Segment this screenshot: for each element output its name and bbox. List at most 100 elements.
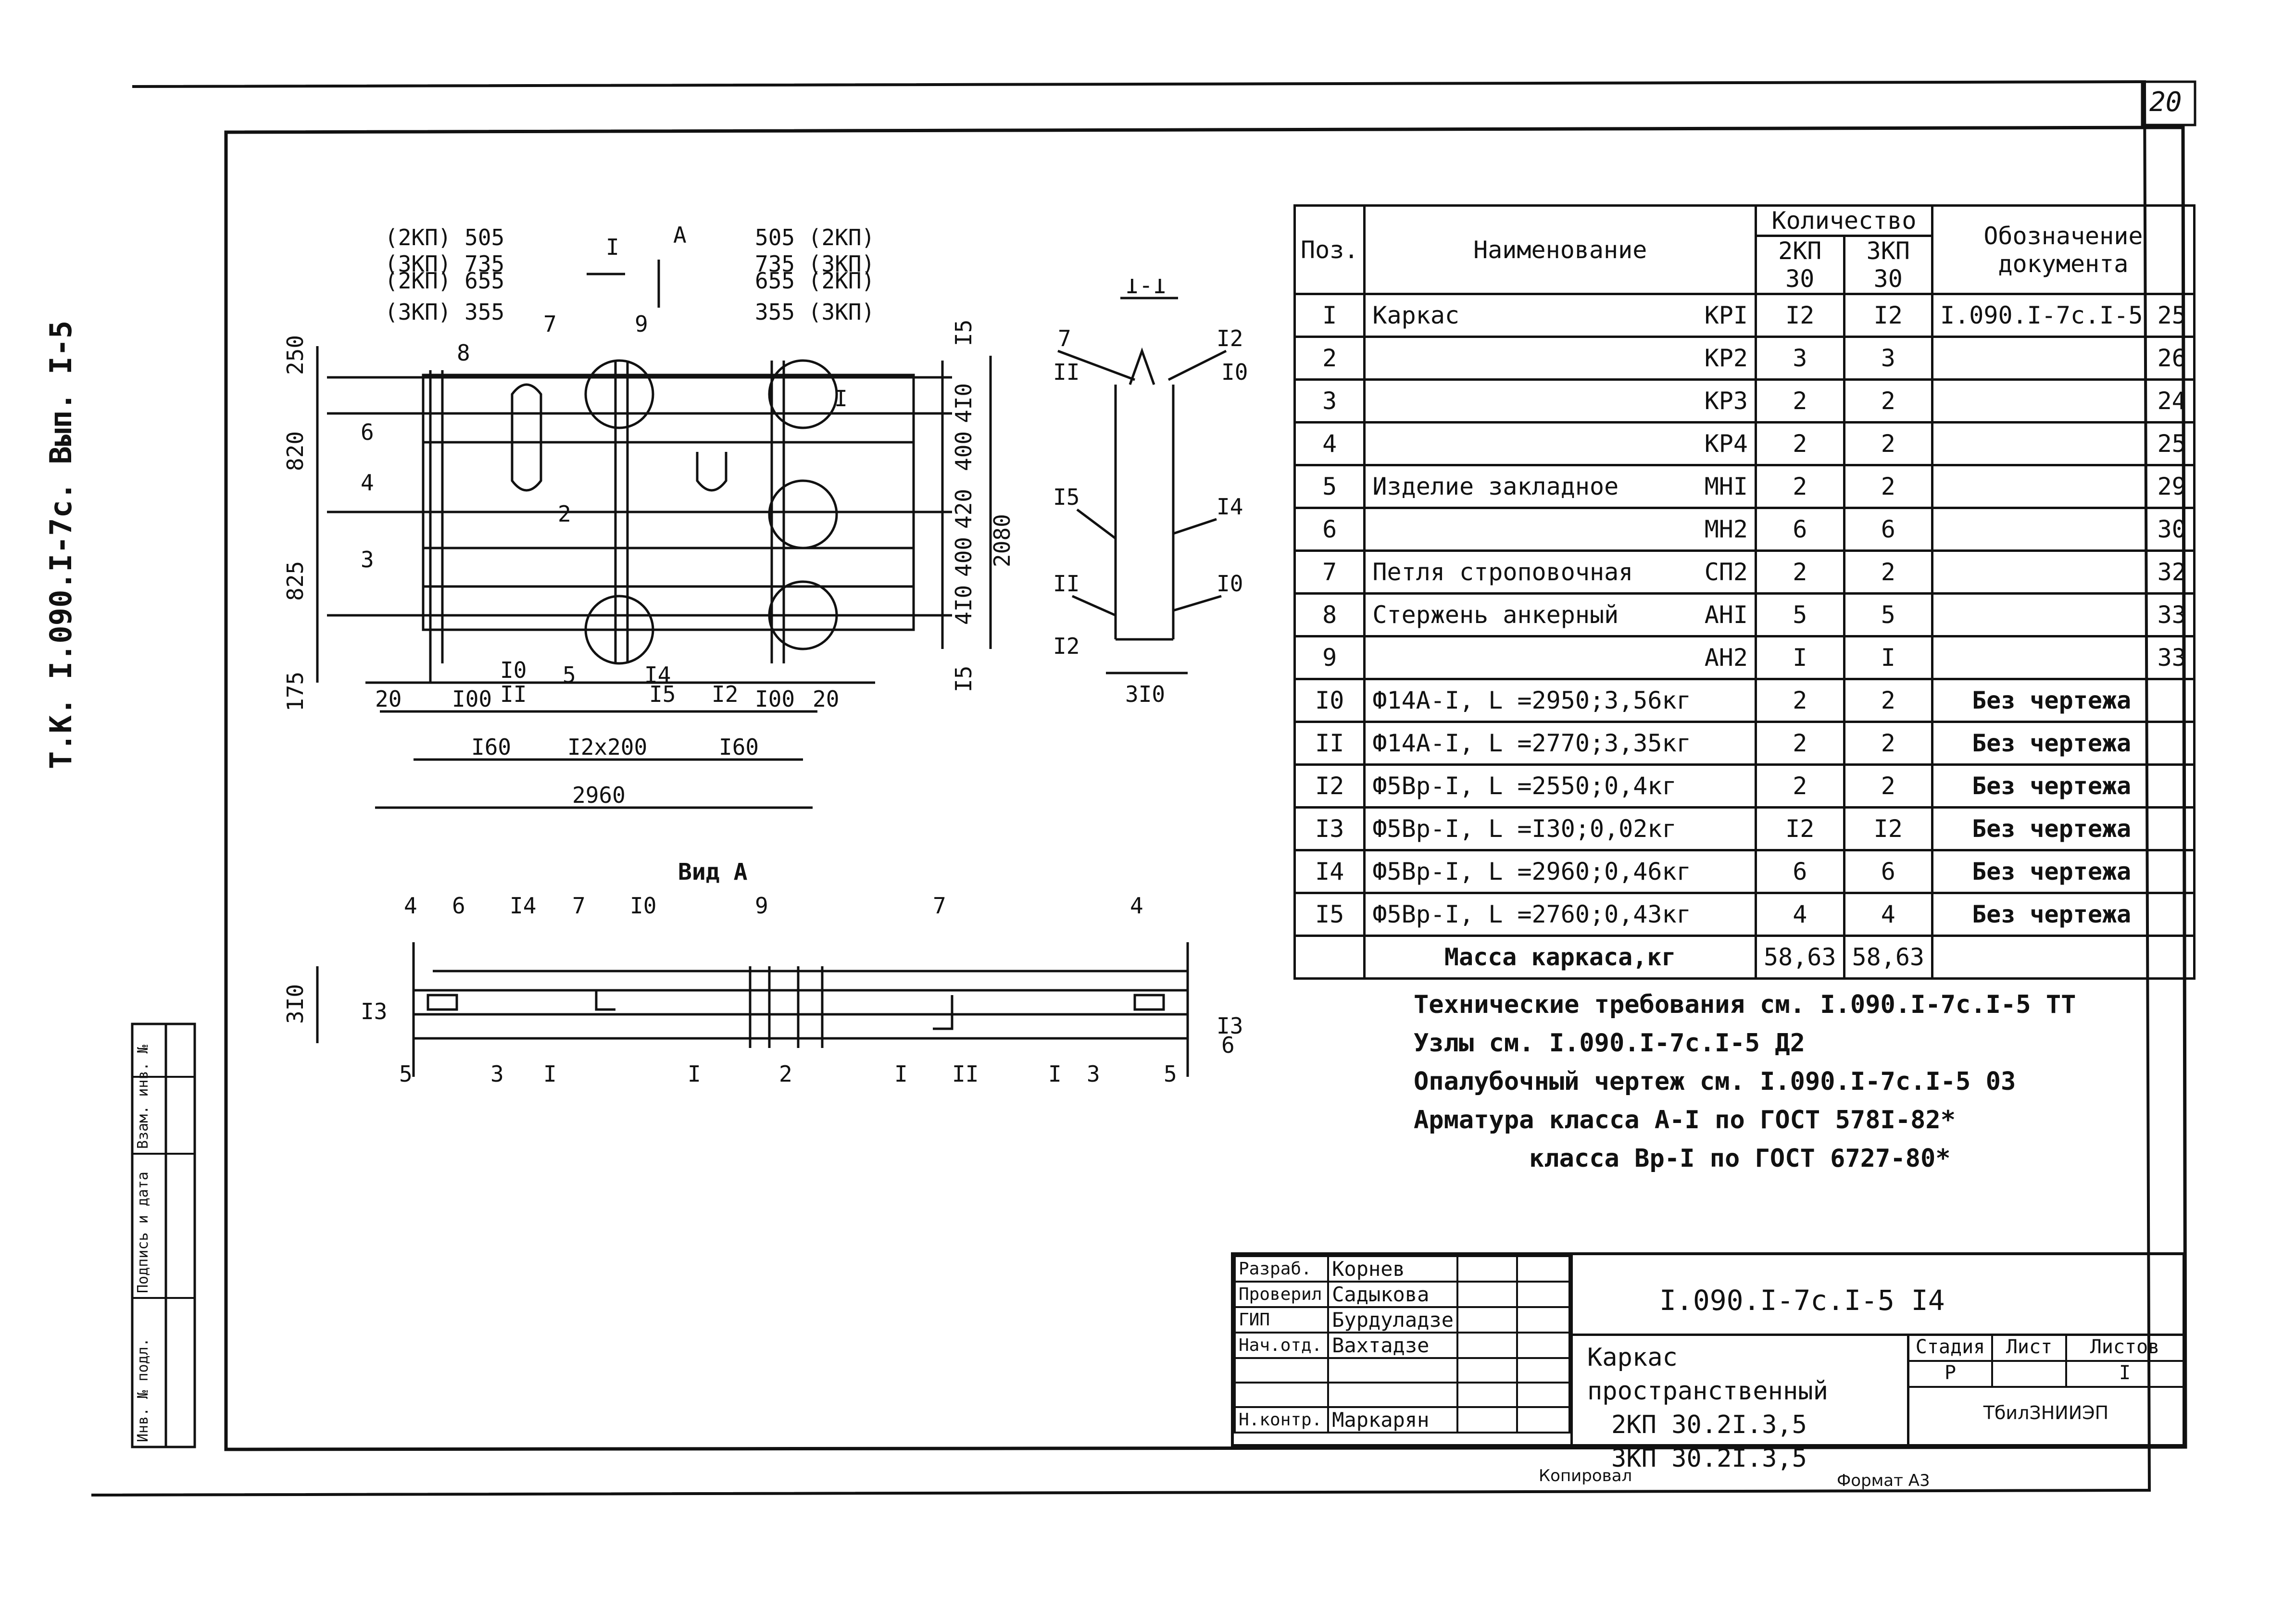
plan-bottom-dim-6: I00 [755, 686, 795, 712]
plan-dim-tl-1: (2КП) 505 [385, 224, 504, 250]
section-drawing: I-I 3I0 7 I2 II I0 I5 I4 II I0 I2 [1053, 279, 1248, 707]
svg-text:I: I [834, 386, 848, 411]
copied-label: Копировал [1539, 1466, 1632, 1485]
spec-cell-pos: I5 [1293, 892, 1366, 937]
col-qty-b: 3КП 30 [1843, 235, 1934, 295]
plan-right-dim-2: 4I0 [951, 383, 977, 423]
spec-cell-a: 3 [1755, 336, 1845, 381]
spec-cell-doc: Без чертежа [1931, 763, 2196, 809]
spec-cell-b: 2 [1843, 549, 1934, 595]
signature-cell-name: Садыкова [1327, 1281, 1458, 1308]
svg-text:I5: I5 [1053, 484, 1079, 510]
spec-cell-pos: II [1293, 721, 1366, 766]
plan-left-dim-2: 820 [282, 431, 308, 471]
spec-cell-b: 5 [1843, 592, 1934, 637]
spec-cell-a: 2 [1755, 721, 1845, 766]
spec-cell-name: Каркас [1363, 293, 1698, 338]
svg-text:I: I [543, 1061, 557, 1087]
plan-dim-tr-2: 735 (3КП) [755, 251, 875, 277]
spec-cell-mark [1697, 806, 1757, 851]
signature-cell-name: Бурдуладзе [1327, 1306, 1458, 1334]
plan-dim-tr-4: 355 (3КП) [755, 299, 875, 325]
col-name: Наименование [1363, 204, 1757, 295]
page-number: 20 [2149, 87, 2182, 118]
signature-cell-date [1516, 1255, 1571, 1283]
svg-text:7: 7 [572, 893, 586, 919]
svg-text:I4: I4 [644, 662, 671, 688]
doc-title-1: Каркас пространственный [1587, 1343, 1828, 1406]
signature-cell-date [1516, 1306, 1571, 1334]
spec-cell-a: 2 [1755, 378, 1845, 424]
svg-text:3: 3 [490, 1061, 504, 1087]
section-width: 3I0 [1125, 681, 1165, 707]
total-a: 58,63 [1755, 935, 1845, 980]
plan-bottom-dim-3: I60 [471, 734, 511, 760]
signature-cell-date [1516, 1382, 1571, 1408]
note-1: Технические требования см. I.090.I-7с.I-… [1414, 990, 2076, 1019]
svg-text:5: 5 [399, 1061, 413, 1087]
plan-right-dim-1: I5 [951, 320, 977, 346]
svg-text:6: 6 [452, 893, 465, 919]
spec-cell-b: I [1843, 635, 1934, 680]
plan-right-dim-4: 420 [951, 489, 977, 529]
signature-row: Разраб.Корнев [1233, 1255, 1571, 1283]
spec-cell-name: Изделие закладное [1363, 464, 1698, 509]
col-pos: Поз. [1293, 204, 1366, 295]
spec-cell-mark: МНI [1697, 464, 1757, 509]
plan-cut-label: I [606, 234, 619, 260]
spec-cell-a: I2 [1755, 293, 1845, 338]
signature-row: Нач.отд.Вахтадзе [1233, 1332, 1571, 1359]
svg-text:8: 8 [457, 340, 470, 366]
spec-cell-b: 2 [1843, 721, 1934, 766]
svg-text:6: 6 [361, 419, 374, 445]
plan-bottom-dim-4: I2x200 [567, 734, 647, 760]
spec-cell-doc: Без чертежа [1931, 892, 2196, 937]
doc-title-2: 2КП 30.2I.3,5 [1611, 1410, 1807, 1439]
plan-bottom-dim-7: 20 [813, 686, 839, 712]
spec-cell-a: 2 [1755, 763, 1845, 809]
svg-text:II: II [500, 681, 527, 707]
section-title: I-I [1125, 279, 1167, 299]
spec-cell-b: 2 [1843, 678, 1934, 723]
signature-cell-sign [1456, 1306, 1518, 1334]
plan-bottom-dim-5: I60 [719, 734, 759, 760]
plan-overall-height: 2080 [989, 514, 1015, 567]
spec-cell-pos: 9 [1293, 635, 1366, 680]
spec-cell-name: Ф5Вр-I, L =I30;0,02кг [1363, 806, 1698, 851]
note-4: Арматура класса А-I по ГОСТ 578I-82* [1414, 1106, 1956, 1135]
signature-cell-role: ГИП [1233, 1306, 1330, 1334]
spec-cell-name [1363, 635, 1698, 680]
svg-text:I: I [1048, 1061, 1062, 1087]
svg-text:II: II [952, 1061, 979, 1087]
plan-left-dim-4: 175 [282, 672, 308, 711]
svg-text:I0: I0 [630, 893, 656, 919]
svg-text:I2: I2 [1217, 325, 1243, 351]
spec-cell-pos: I2 [1293, 763, 1366, 809]
spec-cell-name: Ф5Вр-I, L =2760;0,43кг [1363, 892, 1698, 937]
signature-cell-sign [1456, 1406, 1518, 1434]
stage-value: Р [1909, 1362, 1993, 1386]
svg-text:II: II [1053, 359, 1079, 385]
spec-cell-name [1363, 421, 1698, 466]
spec-cell-pos: 8 [1293, 592, 1366, 637]
spec-cell-doc: 33 [1931, 592, 2196, 637]
spec-cell-pos: 5 [1293, 464, 1366, 509]
svg-text:3: 3 [361, 547, 374, 573]
spec-cell-a: 6 [1755, 849, 1845, 894]
plan-right-dim-7: I5 [951, 666, 977, 692]
spec-table: Поз. Наименование Количество Обозначение… [1293, 204, 2196, 980]
signature-row: Н.контр.Маркарян [1233, 1406, 1571, 1434]
spec-cell-name [1363, 378, 1698, 424]
spec-cell-doc: 29 [1931, 464, 2196, 509]
svg-text:9: 9 [635, 311, 648, 337]
svg-text:7: 7 [933, 893, 946, 919]
spec-cell-a: 6 [1755, 507, 1845, 552]
